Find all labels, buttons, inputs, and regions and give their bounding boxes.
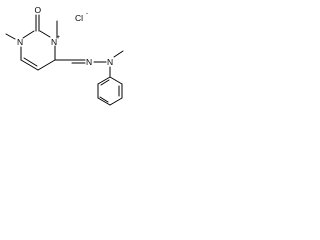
bond-nh-methyl — [113, 50, 124, 58]
chemical-structure-diagram: O N + N N N Cl - — [0, 0, 150, 111]
phenyl-bond-3 — [109, 97, 123, 106]
nitrogen-label-ring-cation: N — [51, 37, 57, 47]
minus-charge-label: - — [86, 11, 88, 17]
bond-n1-methyl — [5, 33, 16, 40]
bond-c5-c6-double — [23, 57, 38, 67]
structure-svg: O N + N N N Cl - — [5, 5, 124, 106]
nitrogen-label-ring-left: N — [17, 37, 23, 47]
bond-c2-n3 — [39, 30, 51, 38]
bond-c4-c5 — [37, 59, 56, 71]
nitrogen-label-imine: N — [86, 57, 92, 67]
phenyl-double-2 — [99, 96, 109, 103]
plus-charge-label: + — [57, 35, 61, 41]
chloride-label: Cl — [75, 13, 83, 23]
phenyl-bond-4 — [97, 97, 111, 106]
phenyl-double-3 — [100, 79, 110, 86]
bond-n1-c2 — [22, 30, 35, 39]
nitrogen-label-hydrazine: N — [107, 57, 113, 67]
bond-c5-c6 — [20, 59, 39, 71]
phenyl-bond-1 — [109, 76, 123, 85]
phenyl-bond-6 — [97, 76, 111, 85]
oxygen-label: O — [35, 5, 42, 15]
